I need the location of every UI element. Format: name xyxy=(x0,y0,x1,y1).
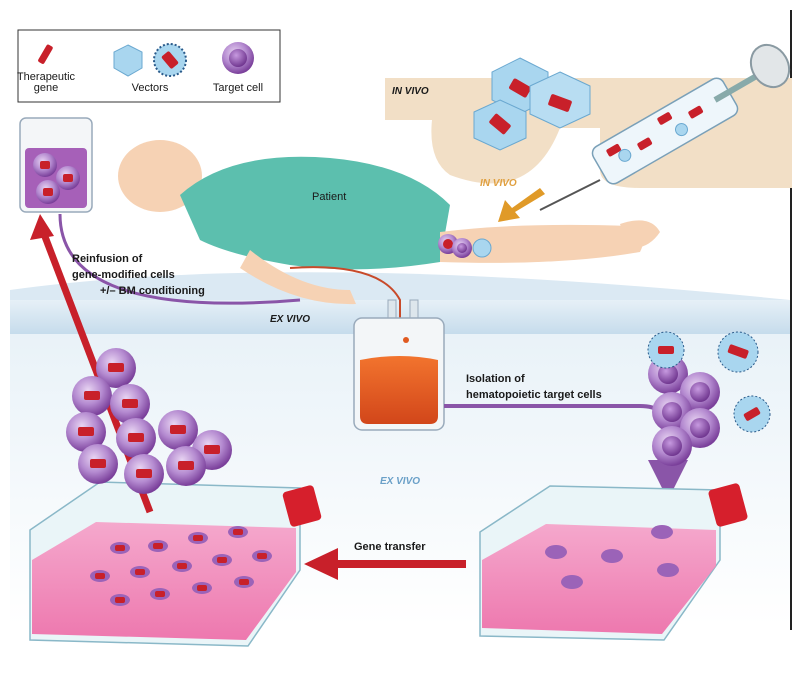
patient-gown xyxy=(180,156,450,270)
in-vivo-panel-label: IN VIVO xyxy=(392,86,429,97)
svg-text:hematopoietic target cells: hematopoietic target cells xyxy=(466,389,602,401)
patient-figure xyxy=(118,140,660,305)
legend-vectors: Vectors xyxy=(113,43,187,94)
legend-therapeutic-gene: Therapeutic gene xyxy=(17,44,76,94)
patient-label: Patient xyxy=(312,191,346,203)
vector-icon xyxy=(113,44,143,77)
svg-text:Therapeutic: Therapeutic xyxy=(17,71,76,83)
svg-text:Reinfusion of: Reinfusion of xyxy=(72,253,143,265)
patient-arm xyxy=(240,250,356,305)
modified-cells-in-flask xyxy=(90,526,272,606)
patient-legs xyxy=(440,224,644,263)
svg-text:gene-modified cells: gene-modified cells xyxy=(72,269,175,281)
ex-vivo-band-label: EX VIVO xyxy=(270,314,310,325)
syringe-icon xyxy=(539,43,791,211)
patient-head xyxy=(118,140,202,212)
isolated-cells-cluster xyxy=(647,331,771,466)
right-culture-flask xyxy=(479,483,748,641)
svg-text:gene: gene xyxy=(34,82,58,94)
blood-bag xyxy=(353,299,445,431)
gene-transfer-label: Gene transfer xyxy=(354,541,426,553)
legend-target-cell: Target cell xyxy=(213,42,263,94)
injection-site-cells xyxy=(438,234,492,258)
reinfusion-flow-arrow xyxy=(58,213,301,305)
iv-bag xyxy=(19,117,93,213)
left-culture-flask xyxy=(29,481,322,647)
gene-icon xyxy=(38,44,53,64)
in-vivo-arrow xyxy=(498,188,545,222)
svg-text:+/– BM conditioning: +/– BM conditioning xyxy=(100,285,205,297)
vector-cluster xyxy=(473,57,591,151)
modified-cells-cluster xyxy=(66,348,232,494)
right-edge-line xyxy=(790,10,792,630)
svg-text:Vectors: Vectors xyxy=(132,82,169,94)
blood-line xyxy=(289,266,401,330)
in-vivo-arrow-label: IN VIVO xyxy=(480,178,517,189)
svg-text:Target cell: Target cell xyxy=(213,82,263,94)
ex-vivo-lower-label: EX VIVO xyxy=(380,476,420,487)
svg-text:Isolation of: Isolation of xyxy=(466,373,525,385)
target-cells-in-flask xyxy=(545,525,679,589)
gene-transfer-arrow xyxy=(304,548,466,580)
